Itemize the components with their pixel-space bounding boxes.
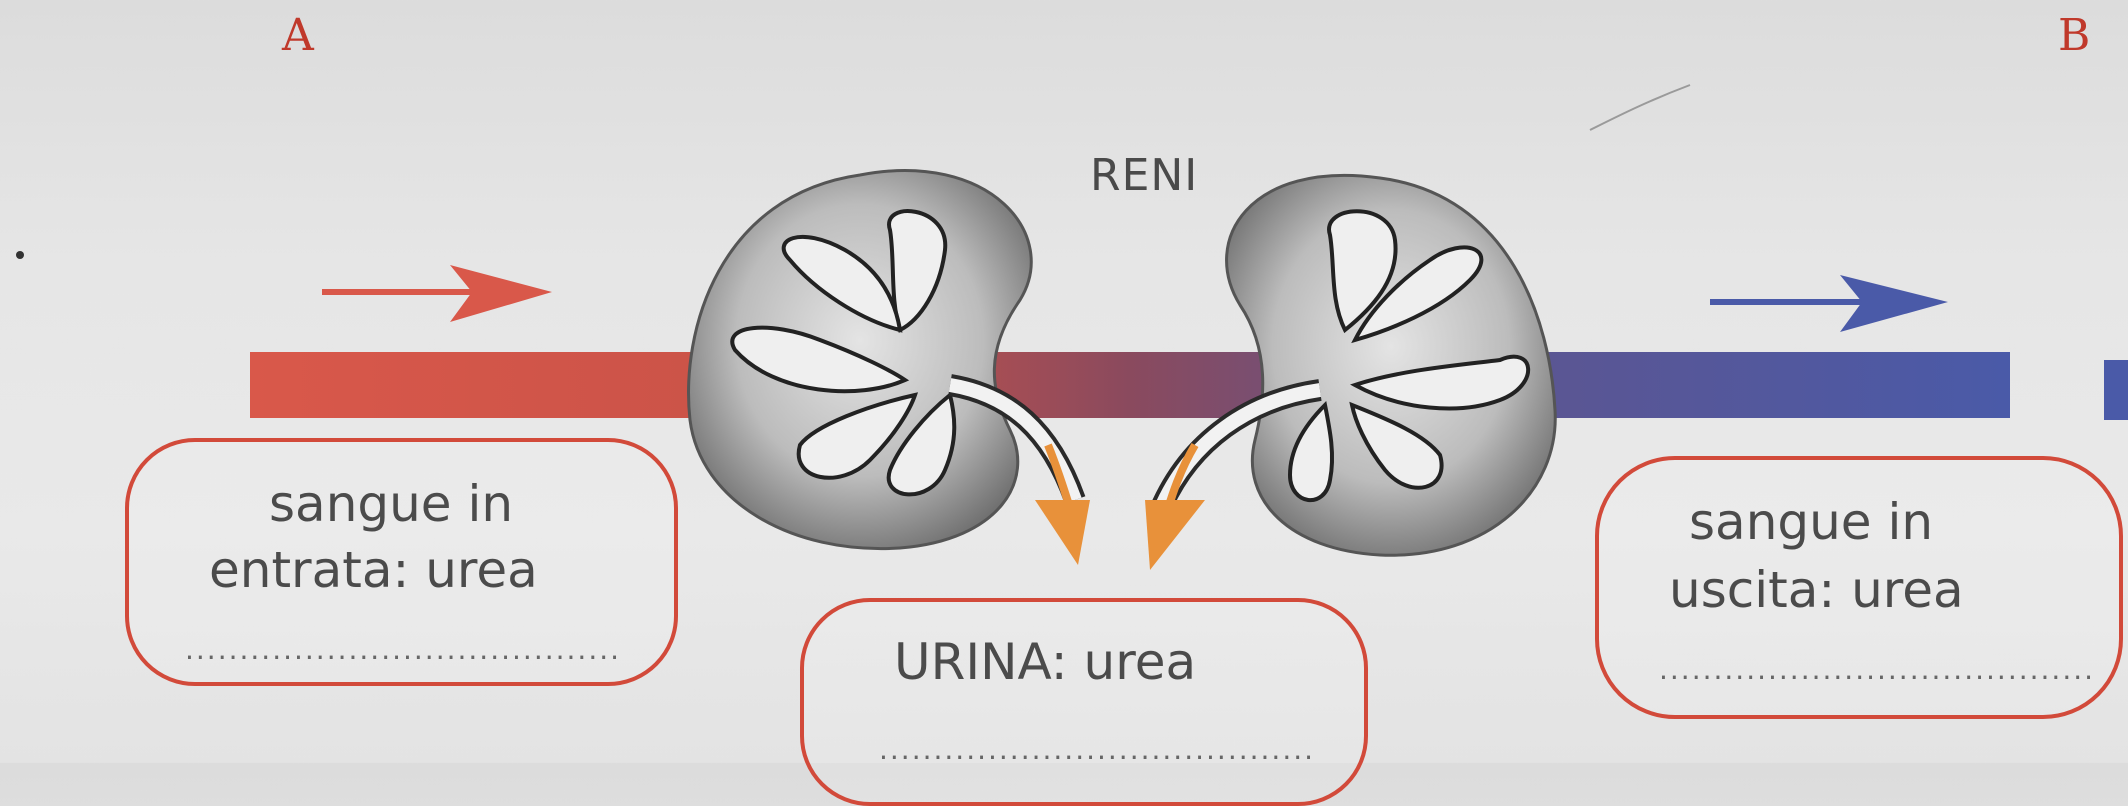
left-kidney-icon — [687, 169, 1086, 551]
right-kidney-icon — [1149, 173, 1557, 557]
urine-arrow-left-icon — [1035, 443, 1090, 565]
outgoing-arrow-icon — [1710, 275, 1948, 332]
output-blood-blank[interactable]: ........................................ — [1659, 653, 2096, 686]
blood-vessel — [250, 352, 2010, 418]
urine-label: URINA: urea — [894, 633, 1197, 691]
incoming-arrow-icon — [322, 265, 552, 322]
input-blood-box: sangue in entrata: urea ................… — [125, 438, 678, 686]
urine-box: URINA: urea ............................… — [800, 598, 1368, 806]
urine-blank[interactable]: ........................................ — [879, 733, 1316, 766]
urine-arrow-right-icon — [1145, 442, 1205, 570]
output-blood-label-line2: uscita: urea — [1669, 561, 1964, 619]
kidneys-heading: RENI — [1090, 150, 1199, 201]
label-b: B — [2058, 10, 2091, 61]
label-a: A — [282, 10, 314, 61]
input-blood-label-line2: entrata: urea — [209, 541, 538, 599]
input-blood-label-line1: sangue in — [269, 475, 514, 533]
input-blood-blank[interactable]: ........................................ — [185, 633, 622, 666]
output-blood-label-line1: sangue in — [1689, 493, 1934, 551]
vessel-end-stub — [2104, 360, 2128, 420]
kidney-diagram — [16, 84, 2128, 570]
output-blood-box: sangue in uscita: urea .................… — [1595, 456, 2123, 719]
